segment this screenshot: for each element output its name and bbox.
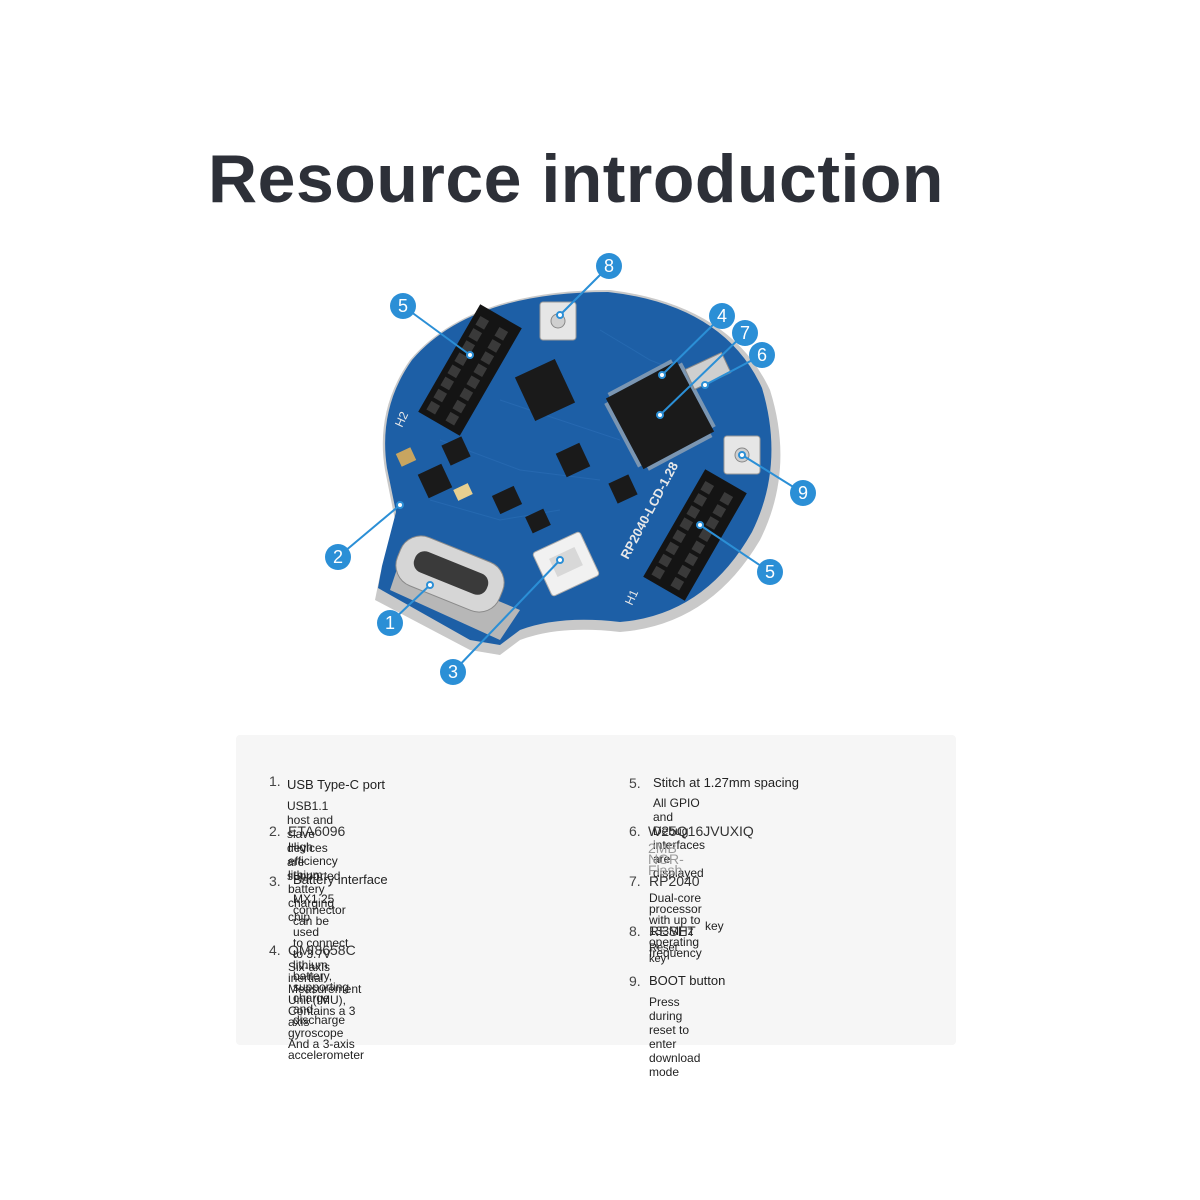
resource-number: 5.: [629, 775, 641, 791]
resource-number: 9.: [629, 973, 641, 989]
svg-text:2: 2: [333, 547, 343, 567]
header-h1: [643, 469, 747, 601]
svg-text:3: 3: [448, 662, 458, 682]
resource-name: RP2040: [649, 873, 700, 889]
svg-text:8: 8: [604, 256, 614, 276]
header-h2: [418, 304, 522, 436]
svg-text:5: 5: [398, 296, 408, 316]
flash-chip: [514, 358, 576, 422]
resource-name: RESET: [649, 923, 696, 939]
callout-badge-8: 8: [596, 253, 622, 279]
callout-badge-1: 1: [377, 610, 403, 636]
resource-name: QMI8658C: [288, 942, 356, 958]
resource-number: 8.: [629, 923, 641, 939]
resource-description: All GPIO and Debug interfaces are displa…: [653, 796, 706, 880]
resource-description: MX1.25 connector can be used to connect …: [293, 892, 350, 1027]
resource-description: High efficiency lithium battery charging…: [288, 840, 338, 924]
silk-h2: H2: [392, 409, 411, 429]
resource-description: Six-axis inertial Measurement Unit (IMU)…: [288, 960, 365, 1062]
silk-h1: H1: [622, 587, 641, 607]
resource-description: USB1.1 host and slave devices are suppor…: [287, 799, 341, 883]
resource-name: BOOT button: [649, 973, 726, 988]
svg-text:7: 7: [740, 323, 750, 343]
resource-name: W25Q16JVUXIQ: [648, 823, 754, 839]
resource-name: USB Type-C port: [287, 777, 386, 792]
usb-c-port-part: [390, 535, 520, 640]
callout-badge-5-bottom: 5: [757, 559, 783, 585]
resource-number: 1.: [269, 773, 281, 789]
resource-number: 7.: [629, 873, 641, 889]
resource-description: Press during reset to enter download mod…: [649, 995, 701, 1079]
resource-name: Battery interface: [293, 872, 388, 887]
resource-list-panel: 1. USB Type-C port USB1.1 host and slave…: [236, 735, 956, 1079]
resource-number: 6.: [629, 823, 641, 839]
callout-badge-5-top: 5: [390, 293, 416, 319]
resource-number: 3.: [269, 873, 281, 889]
svg-text:9: 9: [798, 483, 808, 503]
svg-text:4: 4: [717, 306, 727, 326]
callout-lines: [337, 265, 804, 673]
callout-badge-7: 7: [732, 320, 758, 346]
board-diagram: H2 H1: [325, 253, 816, 685]
svg-text:5: 5: [765, 562, 775, 582]
resource-name: Stitch at 1.27mm spacing: [653, 775, 799, 790]
callout-badge-9: 9: [790, 480, 816, 506]
svg-text:1: 1: [385, 613, 395, 633]
resource-number: 4.: [269, 942, 281, 958]
callout-badge-2: 2: [325, 544, 351, 570]
callout-badge-6: 6: [749, 342, 775, 368]
imu-chip: [555, 442, 591, 478]
page-title: Resource introduction: [208, 141, 944, 217]
reset-button-part: [539, 301, 577, 341]
resource-number: 2.: [269, 823, 281, 839]
callout-badge-4: 4: [709, 303, 735, 329]
resource-description: Reset key: [649, 942, 678, 965]
resource-description: Dual-core processor with up to 133MHz op…: [649, 891, 702, 960]
battery-connector-part: [532, 531, 600, 597]
resource-name-suffix: key: [705, 919, 724, 933]
resource-description: 2MB NOR-Flash: [648, 840, 684, 878]
callout-badge-3: 3: [440, 659, 466, 685]
svg-text:6: 6: [757, 345, 767, 365]
resource-name: ETA6096: [288, 823, 346, 839]
